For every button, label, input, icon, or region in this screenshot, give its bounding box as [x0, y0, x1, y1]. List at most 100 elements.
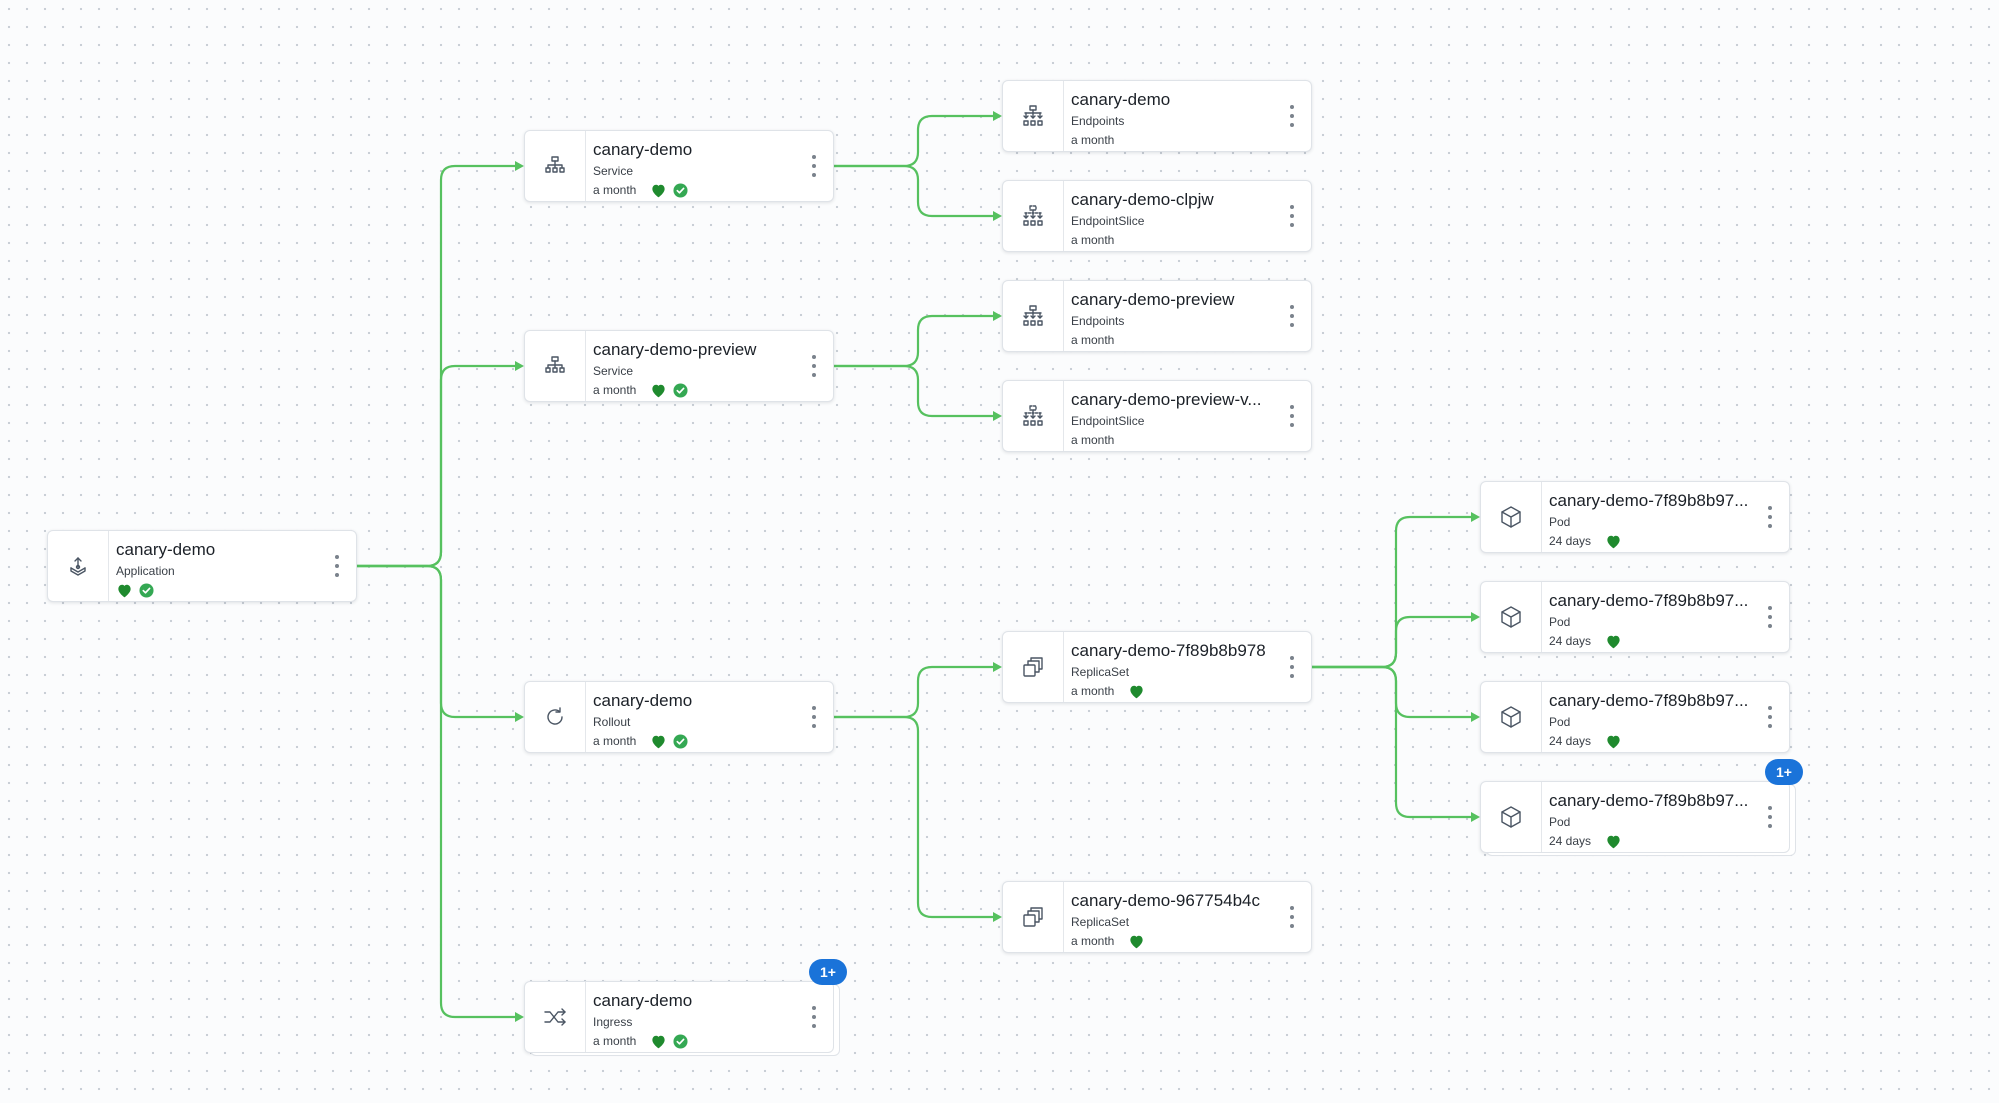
node-icon-area — [1481, 582, 1542, 652]
edge-app-svc1 — [357, 164, 516, 568]
edge-arrowhead — [515, 1012, 524, 1022]
node-title: canary-demo-7f89b8b97... — [1549, 591, 1749, 610]
node-icon-area — [525, 131, 586, 201]
more-options-icon[interactable] — [1289, 305, 1295, 327]
node-age: a month — [593, 183, 637, 197]
synced-check-icon — [673, 382, 688, 398]
node-title: canary-demo — [1071, 90, 1171, 109]
node-status: a month — [593, 1033, 688, 1049]
more-options-icon[interactable] — [1289, 405, 1295, 427]
edge-app-rollout — [357, 564, 516, 719]
healthy-heart-icon — [652, 1035, 665, 1048]
more-options-icon[interactable] — [811, 706, 817, 728]
node-title: canary-demo-7f89b8b978 — [1071, 641, 1266, 660]
healthy-heart-icon — [652, 184, 665, 197]
edge-app-svc2 — [357, 364, 516, 568]
group-count-badge[interactable]: 1+ — [809, 959, 847, 985]
ingress-icon — [544, 1008, 566, 1026]
edge-app-ingress — [357, 564, 516, 1019]
node-icon-area — [1481, 482, 1542, 552]
node-kind: ReplicaSet — [1071, 665, 1130, 679]
endpoints-icon — [1023, 305, 1043, 326]
healthy-heart-icon — [1130, 685, 1143, 698]
more-options-icon[interactable] — [1289, 105, 1295, 127]
more-options-icon[interactable] — [1767, 706, 1773, 728]
group-count-badge[interactable]: 1+ — [1765, 759, 1803, 785]
synced-check-icon — [673, 182, 688, 198]
pod-icon — [1501, 506, 1521, 528]
more-options-icon[interactable] — [1767, 506, 1773, 528]
node-icon-area — [1481, 682, 1542, 752]
node-icon-area — [1003, 632, 1064, 702]
more-options-icon[interactable] — [811, 355, 817, 377]
more-options-icon[interactable] — [1767, 806, 1773, 828]
more-options-icon[interactable] — [811, 155, 817, 177]
node-kind: Endpoints — [1071, 114, 1125, 128]
node-status: a month — [1071, 933, 1145, 949]
healthy-heart-icon — [652, 735, 665, 748]
node-icon-area — [48, 531, 109, 601]
node-age: 24 days — [1549, 634, 1592, 648]
pod-icon — [1501, 606, 1521, 628]
healthy-heart-icon — [1607, 635, 1620, 648]
node-age: a month — [1071, 934, 1115, 948]
node-status: a month — [1071, 432, 1122, 448]
endpointslice-icon — [1023, 205, 1043, 226]
edge-arrowhead — [993, 211, 1002, 221]
node-status: a month — [1071, 132, 1122, 148]
node-status: 24 days — [1549, 733, 1622, 749]
node-kind: Rollout — [593, 715, 631, 729]
edge-rs1-pod3 — [1312, 665, 1472, 719]
more-options-icon[interactable] — [1289, 205, 1295, 227]
node-title: canary-demo — [116, 540, 216, 559]
node-icon-area — [1003, 281, 1064, 351]
node-status: 24 days — [1549, 633, 1622, 649]
node-age: a month — [1071, 433, 1115, 447]
more-options-icon[interactable] — [334, 555, 340, 577]
service-icon — [545, 356, 565, 373]
healthy-heart-icon — [652, 384, 665, 397]
node-kind: Application — [116, 564, 175, 578]
node-kind: Service — [593, 364, 634, 378]
rollout-icon — [547, 707, 563, 725]
node-icon-area — [525, 682, 586, 752]
more-options-icon[interactable] — [1767, 606, 1773, 628]
synced-check-icon — [673, 1033, 688, 1049]
more-options-icon[interactable] — [811, 1006, 817, 1028]
more-options-icon[interactable] — [1289, 656, 1295, 678]
edge-svc2-eps2 — [834, 364, 994, 418]
edge-arrowhead — [1471, 612, 1480, 622]
endpointslice-icon — [1023, 405, 1043, 426]
node-status: 24 days — [1549, 833, 1622, 849]
more-options-icon[interactable] — [1289, 906, 1295, 928]
application-icon — [70, 557, 86, 576]
synced-check-icon — [673, 733, 688, 749]
endpoints-icon — [1023, 105, 1043, 126]
edge-arrowhead — [993, 662, 1002, 672]
node-title: canary-demo-7f89b8b97... — [1549, 691, 1749, 710]
node-status: a month — [1071, 232, 1122, 248]
edge-svc2-ep2 — [834, 314, 994, 368]
node-title: canary-demo-clpjw — [1071, 190, 1214, 209]
node-title: canary-demo-967754b4c — [1071, 891, 1261, 910]
node-status: a month — [593, 182, 688, 198]
node-kind: EndpointSlice — [1071, 214, 1145, 228]
node-icon-area — [1003, 81, 1064, 151]
node-age: a month — [593, 383, 637, 397]
node-status: a month — [1071, 683, 1145, 699]
